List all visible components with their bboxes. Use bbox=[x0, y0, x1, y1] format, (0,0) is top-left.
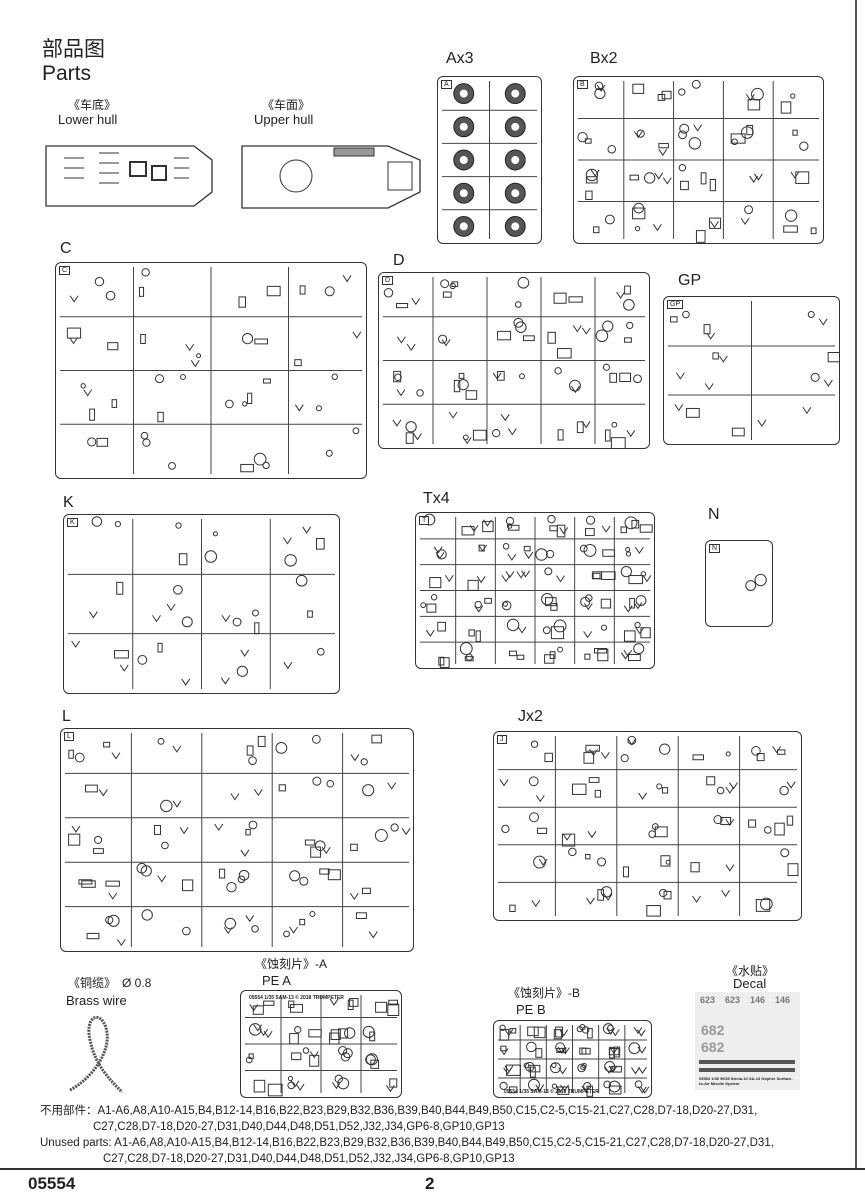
sprue-gp-tag: GP bbox=[667, 300, 684, 309]
lower-hull-en: Lower hull bbox=[58, 112, 118, 127]
sprue-n-tag: N bbox=[709, 544, 721, 553]
sprue-d-label: D bbox=[393, 252, 405, 269]
unused-en-list2: C27,C28,D7-18,D20-27,D31,D40,D44,D48,D51… bbox=[103, 1153, 515, 1165]
decal-682-b: 682 bbox=[701, 1039, 725, 1055]
sprue-parts bbox=[577, 79, 819, 243]
sprue-parts bbox=[442, 81, 537, 239]
sprue-parts bbox=[68, 516, 335, 689]
sprue-t: T bbox=[415, 512, 655, 669]
brass-wire-size: Ø 0.8 bbox=[122, 976, 152, 990]
sprue-parts bbox=[65, 733, 411, 947]
sprue-k-tag: K bbox=[67, 518, 78, 527]
sprue-j-label: Jx2 bbox=[518, 708, 543, 725]
pe-a-en: PE A bbox=[262, 973, 291, 988]
brass-wire-cn: 《铜缆》 bbox=[68, 976, 117, 990]
unused-en-list1: A1-A6,A8,A10-A15,B4,B12-14,B16,B22,B23,B… bbox=[114, 1137, 774, 1149]
decal-623-a: 623 bbox=[700, 995, 716, 1005]
sprue-c-label: C bbox=[60, 240, 72, 257]
sprue-parts bbox=[498, 735, 799, 917]
sprue-gp-label: GP bbox=[678, 272, 702, 289]
sprue-parts bbox=[60, 267, 362, 474]
upper-hull-cn: 《车面》 bbox=[262, 98, 311, 112]
sprue-parts bbox=[245, 995, 400, 1097]
sprue-l: L bbox=[60, 728, 414, 952]
pe-b-cn: 《蚀刻片》-B bbox=[508, 986, 581, 1000]
sprue-a: A bbox=[437, 76, 542, 244]
decal-146-b: 146 bbox=[775, 995, 791, 1005]
sprue-parts bbox=[498, 1023, 650, 1097]
sprue-a-tag: A bbox=[441, 80, 452, 89]
pe-b-fret: 05554 1/35 SAM-13 © 2018 TRUMPETER bbox=[493, 1020, 652, 1098]
sprue-t-tag: T bbox=[419, 516, 430, 525]
unused-cn-list1: A1-A6,A8,A10-A15,B4,B12-14,B16,B22,B23,B… bbox=[97, 1105, 758, 1117]
unused-cn-label: 不用部件： bbox=[40, 1105, 98, 1117]
decal-623-b: 623 bbox=[725, 995, 741, 1005]
sprue-k-label: K bbox=[63, 494, 74, 511]
sprue-n: N bbox=[705, 540, 773, 627]
pe-b-en: PE B bbox=[516, 1002, 546, 1017]
sprue-a-label: Ax3 bbox=[446, 50, 474, 67]
upper-hull-en: Upper hull bbox=[254, 112, 314, 127]
sprue-c-tag: C bbox=[59, 266, 71, 275]
sprue-c: C bbox=[55, 262, 367, 479]
sprue-gp: GP bbox=[663, 296, 840, 445]
sprue-parts bbox=[420, 513, 653, 668]
decal-caption: 05554 1/35 9K35 Strela-10 SA-13 Gopher S… bbox=[699, 1076, 793, 1086]
pe-a-cn: 《蚀刻片》-A bbox=[255, 957, 328, 971]
sprue-parts bbox=[745, 573, 767, 591]
sprue-parts bbox=[383, 276, 645, 448]
sprue-k: K bbox=[63, 514, 340, 694]
sprue-parts bbox=[668, 301, 839, 440]
unused-en-label: Unused parts: bbox=[40, 1137, 115, 1149]
unused-cn-list2: C27,C28,D7-18,D20-27,D31,D40,D44,D48,D51… bbox=[93, 1121, 505, 1133]
sprue-d-tag: D bbox=[382, 276, 394, 285]
upper-hull-drawing bbox=[241, 145, 421, 209]
sprue-d: D bbox=[378, 272, 650, 449]
title-cn: 部品图 bbox=[42, 38, 105, 61]
lower-hull-drawing bbox=[45, 145, 213, 207]
sprue-b-tag: B bbox=[577, 80, 588, 89]
sprue-l-tag: L bbox=[64, 732, 74, 741]
sprue-j-tag: J bbox=[497, 735, 507, 744]
sprue-t-label: Tx4 bbox=[423, 490, 450, 507]
decal-146-a: 146 bbox=[750, 995, 766, 1005]
unused-cn-line1: 不用部件：A1-A6,A8,A10-A15,B4,B12-14,B16,B22,… bbox=[40, 1103, 757, 1119]
decal-sheet: 623 623 146 146 682 682 05554 1/35 9K35 … bbox=[695, 992, 800, 1090]
brass-wire-drawing bbox=[69, 1015, 124, 1094]
sprue-l-label: L bbox=[62, 708, 71, 725]
page-number: 2 bbox=[425, 1174, 435, 1193]
sprue-b: B bbox=[573, 76, 824, 244]
decal-682-a: 682 bbox=[701, 1022, 725, 1038]
pe-a-fret: 05554 1/35 SAM-13 © 2018 TRUMPETER bbox=[240, 990, 402, 1098]
unused-en-line1: Unused parts: A1-A6,A8,A10-A15,B4,B12-14… bbox=[40, 1135, 774, 1151]
sprue-b-label: Bx2 bbox=[590, 50, 618, 67]
decal-en: Decal bbox=[733, 976, 767, 991]
pe-b-plate-text: 05554 1/35 SAM-13 © 2018 TRUMPETER bbox=[504, 1089, 599, 1095]
footer-rule bbox=[0, 1168, 865, 1170]
title-en: Parts bbox=[42, 62, 92, 85]
decal-stripe bbox=[699, 1060, 795, 1064]
brass-wire-en: Brass wire bbox=[66, 993, 127, 1008]
pe-a-plate-text: 05554 1/35 SAM-13 © 2018 TRUMPETER bbox=[249, 995, 344, 1001]
page-edge bbox=[855, 0, 857, 1168]
decal-stripe bbox=[699, 1068, 795, 1072]
decal-cn: 《水贴》 bbox=[726, 964, 775, 978]
sprue-n-label: N bbox=[708, 506, 720, 523]
product-code: 05554 bbox=[28, 1174, 76, 1193]
sprue-j: J bbox=[493, 731, 802, 921]
lower-hull-cn: 《车底》 bbox=[68, 98, 117, 112]
